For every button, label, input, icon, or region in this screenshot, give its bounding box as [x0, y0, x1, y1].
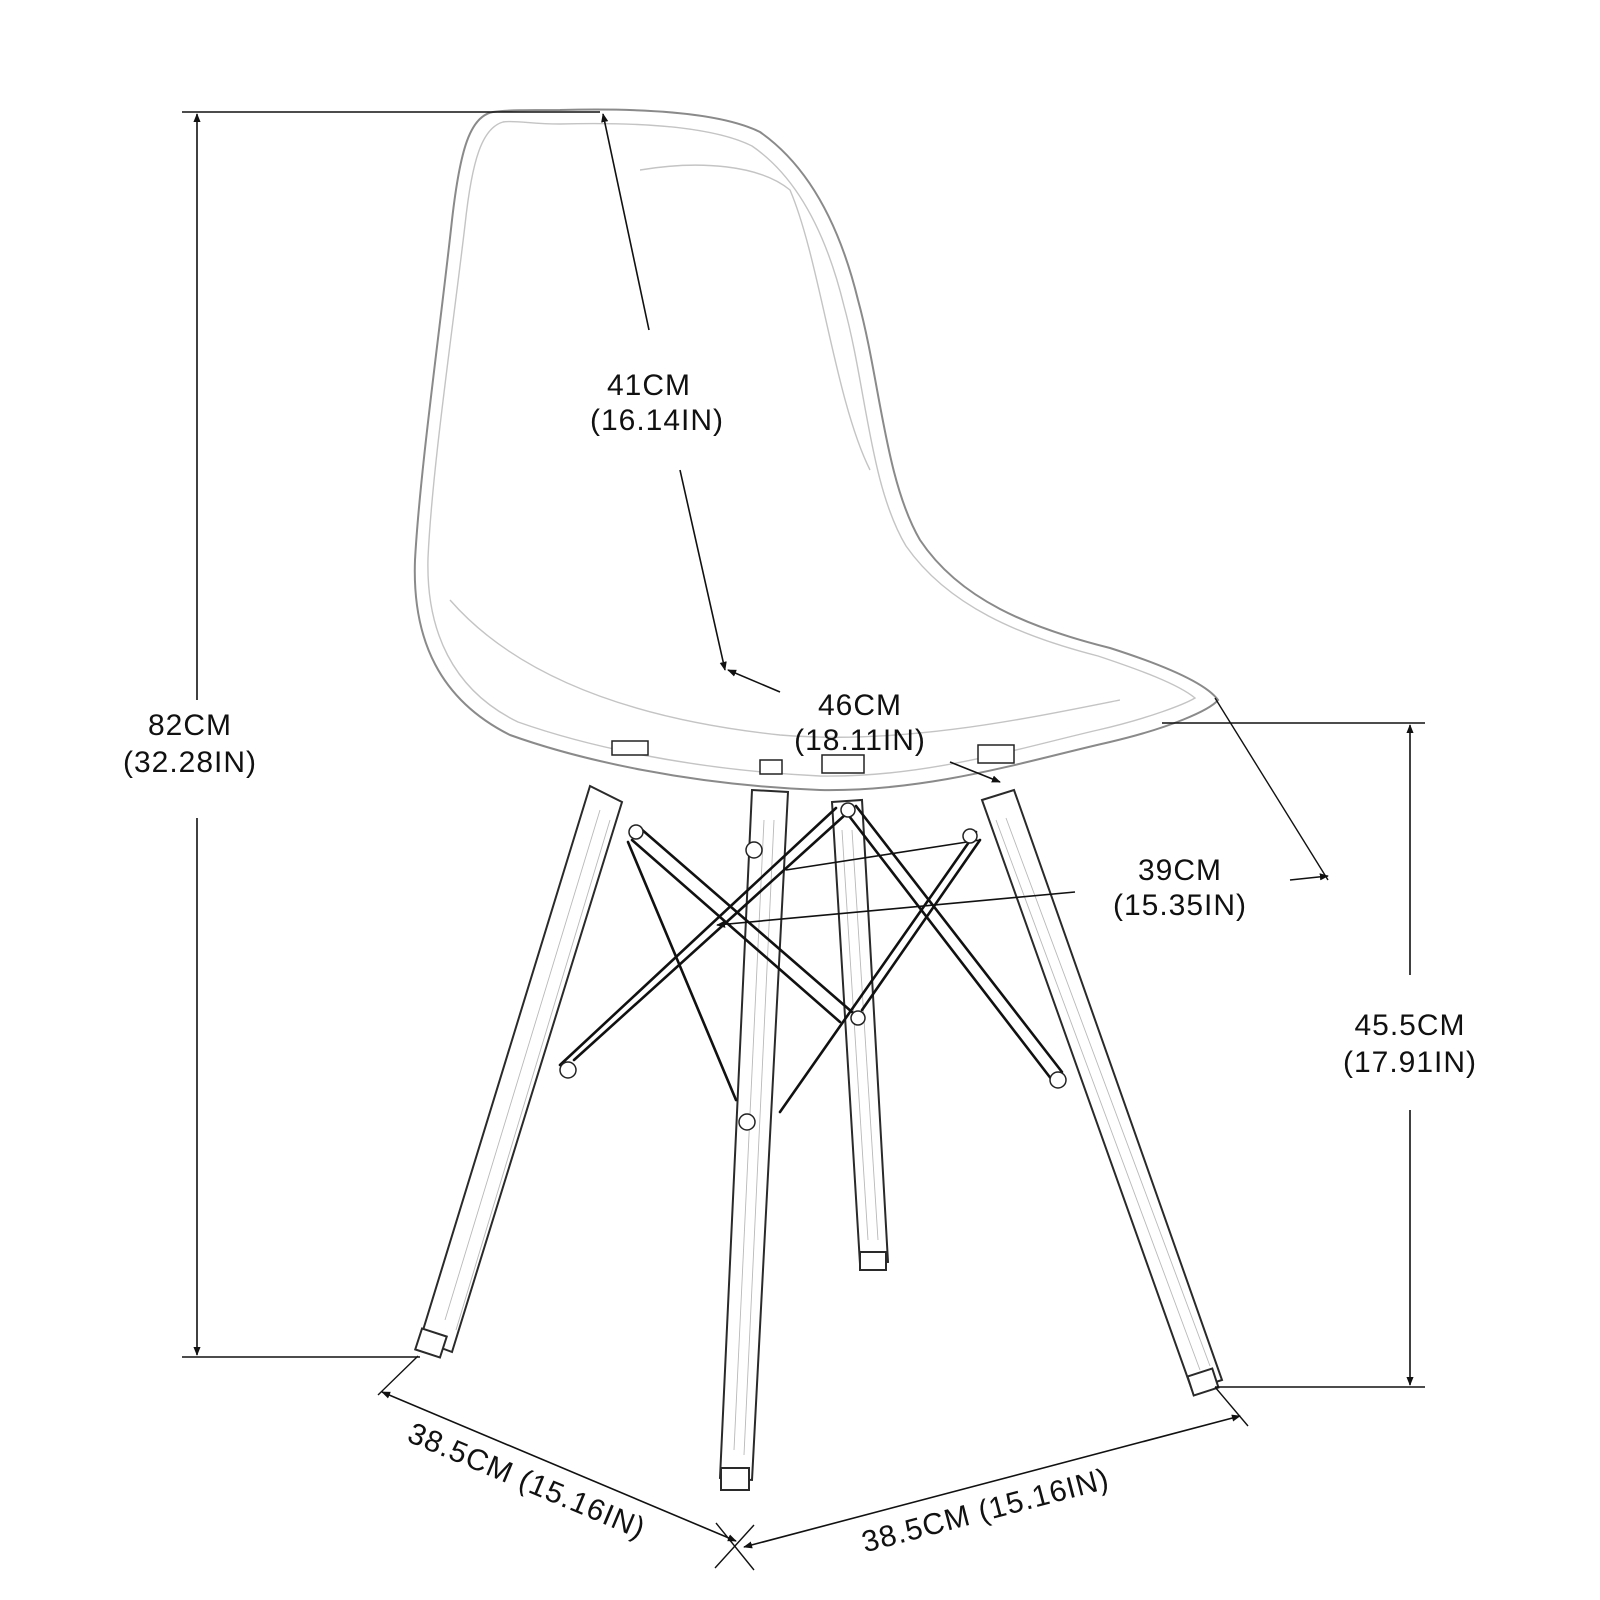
dim-base-left: 38.5CM (15.16IN) — [377, 1355, 755, 1571]
base-left-label: 38.5CM (15.16IN) — [403, 1417, 650, 1546]
seat-bracket-1 — [611, 740, 649, 756]
leg-bolt-lower — [738, 1113, 756, 1131]
chair-legs — [413, 784, 1224, 1491]
chair — [413, 108, 1224, 1491]
seat-depth-imperial: (15.35IN) — [1113, 889, 1247, 922]
wire-joint-6 — [850, 1010, 866, 1026]
wire-joint-5 — [840, 802, 856, 818]
chair-shell — [413, 108, 1220, 792]
base-right-label: 38.5CM (15.16IN) — [858, 1462, 1112, 1559]
leg-front-right — [980, 788, 1224, 1397]
wire-joint-1 — [628, 824, 644, 840]
wire-joint-2 — [559, 1061, 577, 1079]
wire-joint-3 — [962, 828, 978, 844]
seat-height-metric: 45.5CM — [1354, 1009, 1465, 1042]
wire-joint-4 — [1049, 1071, 1067, 1089]
dim-seat-depth: 39CM (15.35IN) — [716, 697, 1329, 928]
seat-height-imperial: (17.91IN) — [1343, 1046, 1477, 1079]
seat-bracket-4 — [977, 744, 1015, 764]
dim-backrest-height: 41CM (16.14IN) — [590, 113, 727, 671]
seat-width-imperial: (18.11IN) — [794, 724, 926, 757]
leg-front-left — [413, 784, 624, 1359]
dim-base-right: 38.5CM (15.16IN) — [714, 1386, 1249, 1569]
backrest-height-imperial: (16.14IN) — [590, 404, 724, 437]
dim-seat-width: 46CM (18.11IN) — [727, 669, 1001, 783]
overall-height-imperial: (32.28IN) — [123, 746, 257, 779]
seat-width-metric: 46CM — [818, 689, 902, 722]
wire-base — [558, 802, 1067, 1114]
leg-bolt-upper — [745, 841, 763, 859]
leg-front-center — [718, 788, 790, 1491]
dim-seat-height: 45.5CM (17.91IN) — [1162, 722, 1477, 1388]
dim-overall-height: 82CM (32.28IN) — [123, 111, 600, 1358]
seat-bracket-3 — [821, 754, 865, 774]
backrest-height-metric: 41CM — [607, 369, 691, 402]
leg-back — [830, 798, 890, 1271]
seat-depth-metric: 39CM — [1138, 854, 1222, 887]
overall-height-metric: 82CM — [148, 709, 232, 742]
seat-bracket-2 — [759, 759, 783, 775]
